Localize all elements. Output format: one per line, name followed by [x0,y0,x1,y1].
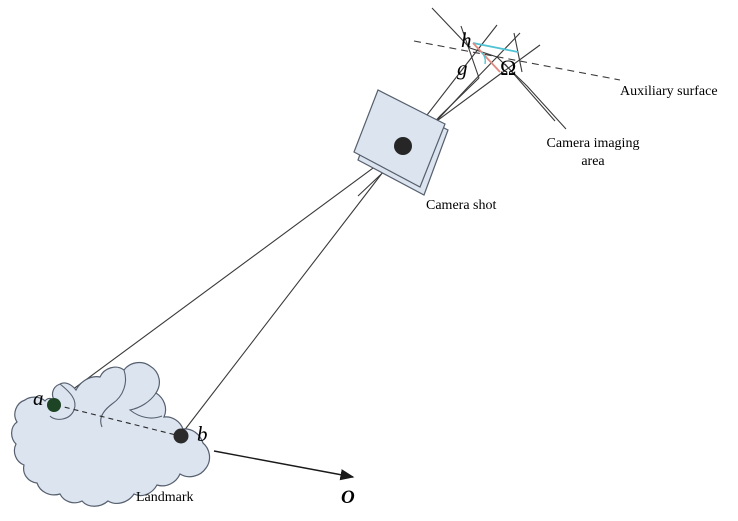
label-camera-imaging-area-line2: area [581,154,605,169]
label-camera-shot: Camera shot [426,198,497,213]
sight-line-from-b [179,24,498,437]
chord-a-to-b [55,404,181,437]
label-g: g [457,56,468,80]
label-h: h [461,28,472,52]
angle-arc-omega [480,51,486,65]
landmark-shape [11,361,211,507]
auxiliary-surface-line [413,40,621,81]
origin-vector-arrow [213,450,355,481]
tick-right-of-h [513,32,523,73]
segment-h-line [472,42,519,53]
camera-imaging-area-leader [504,63,556,122]
label-landmark: Landmark [136,490,194,505]
tick-left-of-h [460,25,480,79]
point-a-marker [47,398,61,412]
label-auxiliary-surface: Auxiliary surface [620,84,718,99]
label-origin-vector: O [341,487,355,508]
segment-g-line [472,42,501,73]
label-omega: Ω [500,55,517,80]
camera-center-point [394,137,412,155]
sight-line-from-a [52,44,541,405]
label-point-b: b [197,422,208,446]
label-point-a: a [33,386,44,410]
point-b-marker [173,428,189,444]
label-camera-imaging-area-line1: Camera imaging [546,136,640,151]
